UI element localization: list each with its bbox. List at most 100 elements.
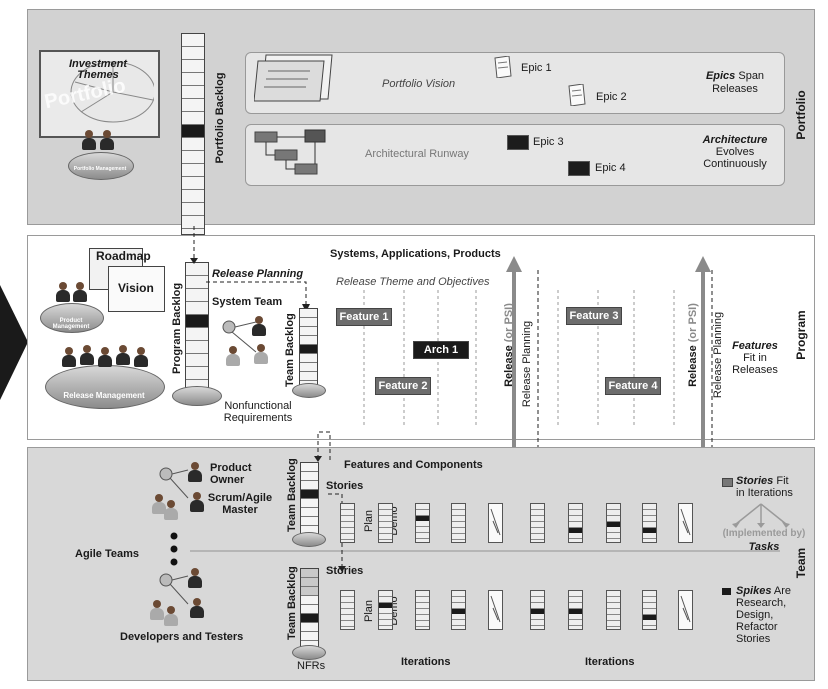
epic-2-label: Epic 2	[596, 91, 627, 103]
team-divider	[190, 550, 780, 552]
stories-rest: Fit in Iterations	[736, 475, 793, 499]
portfolio-mgmt-platform	[68, 152, 134, 180]
spikes-rest: Are Research, Design, Refactor Stories	[736, 585, 792, 645]
roadmap-label: Roadmap	[96, 249, 151, 263]
portfolio-backlog-label: Portfolio Backlog	[214, 72, 226, 164]
vision-label: Vision	[118, 281, 154, 295]
epics-span-rest: Span Releases	[712, 70, 765, 95]
team-backlog-connectors	[314, 431, 346, 572]
portfolio-vision-box	[245, 52, 785, 114]
iteration-backlog	[451, 503, 466, 543]
epic-document-icon	[568, 84, 586, 106]
person-icon	[82, 130, 96, 150]
iteration-backlog	[530, 590, 545, 630]
architecture-rest: Evolves Continuously	[703, 146, 767, 170]
architecture-flow-icon	[254, 129, 326, 175]
team-backlog-base	[292, 532, 326, 547]
release-planning-vert-1: Release Planning	[521, 320, 533, 408]
program-label: Program	[794, 310, 808, 360]
epic-3-box	[507, 135, 529, 150]
psi-text: (or PSI)	[687, 303, 699, 343]
spikes-swatch	[722, 588, 731, 595]
iteration-backlog	[451, 590, 466, 630]
product-management-label: Product Management	[52, 318, 90, 330]
psi-text: (or PSI)	[503, 303, 515, 343]
person-icon	[152, 494, 166, 514]
program-team-backlog-label: Team Backlog	[284, 313, 296, 387]
epic-document-icon	[494, 56, 512, 78]
stories-emphasis: Stories	[736, 475, 774, 487]
release-theme-label: Release Theme and Objectives	[336, 276, 490, 288]
portfolio-label: Portfolio	[794, 90, 808, 140]
epic-4-label: Epic 4	[595, 162, 626, 174]
program-team-backlog-stack	[299, 308, 318, 392]
person-icon	[252, 316, 266, 336]
program-backlog-stack	[185, 262, 209, 396]
architecture-emphasis: Architecture	[702, 134, 768, 146]
stories-swatch	[722, 478, 733, 487]
release-psi-label-2: Release (or PSI)	[687, 302, 699, 388]
product-owner-label: Product Owner	[210, 462, 252, 486]
release-text: Release	[503, 345, 515, 387]
systems-title: Systems, Applications, Products	[330, 248, 501, 260]
plan-label-2: Plan	[363, 599, 375, 623]
features-emphasis: Features	[732, 340, 778, 352]
document-icon	[254, 54, 333, 102]
iteration-backlog	[606, 503, 621, 543]
release-text: Release	[687, 345, 699, 387]
person-icon	[190, 492, 204, 512]
feature-1-chip: Feature 1	[336, 308, 392, 326]
vision-card	[108, 266, 165, 312]
release-planning-label: Release Planning	[212, 268, 304, 280]
architecture-evolves-text: Architecture Evolves Continuously	[690, 134, 780, 170]
iteration-backlog	[340, 503, 355, 543]
nfrs-label: NFRs	[297, 660, 326, 672]
features-fit-text: Features Fit in Releases	[727, 340, 783, 376]
person-icon	[188, 462, 202, 482]
architectural-runway-box	[245, 124, 785, 186]
person-icon	[164, 606, 178, 626]
iteration-backlog	[642, 503, 657, 543]
program-backlog-label: Program Backlog	[171, 282, 183, 374]
epic-3-label: Epic 3	[533, 136, 564, 148]
feature-2-chip: Feature 2	[375, 377, 431, 395]
agile-teams-label: Agile Teams	[75, 548, 139, 560]
release-planning-vert-2: Release Planning	[712, 311, 724, 399]
iteration-backlog	[378, 590, 393, 630]
product-mgmt-platform	[40, 303, 104, 333]
ellipsis-icon	[170, 532, 178, 566]
nonfunctional-label: Nonfunctional Requirements	[223, 400, 293, 424]
system-team-label: System Team	[212, 296, 283, 308]
person-icon	[100, 130, 114, 150]
architectural-runway-label: Architectural Runway	[365, 148, 469, 160]
fan-arrows-icon	[732, 503, 790, 528]
pie-chart-icon	[70, 61, 154, 123]
iteration-backlog	[415, 590, 430, 630]
plan-label-1: Plan	[363, 509, 375, 533]
epic-4-box	[568, 161, 590, 176]
features-rest: Fit in Releases	[732, 352, 778, 376]
system-team-network-icon	[222, 320, 257, 353]
iterations-label-1: Iterations	[401, 656, 451, 668]
stories-label-2: Stories	[326, 565, 364, 577]
program-backlog-base	[172, 386, 222, 406]
portfolio-vision-label: Portfolio Vision	[382, 78, 456, 90]
portfolio-backlog-stack	[181, 33, 205, 235]
person-icon	[116, 345, 130, 365]
scrum-master-label: Scrum/Agile Master	[207, 492, 273, 516]
epic-1-label: Epic 1	[521, 62, 552, 74]
epics-span-emphasis: Epics	[705, 70, 736, 82]
team-backlog-label-2: Team Backlog	[286, 566, 298, 640]
person-icon	[226, 346, 240, 366]
release-management-label: Release Management	[63, 391, 145, 400]
team-backlog-label-1: Team Backlog	[286, 458, 298, 532]
feature-4-chip: Feature 4	[605, 377, 661, 395]
implemented-by-label: (Implemented by)	[722, 528, 806, 539]
tasks-label: Tasks	[748, 541, 780, 553]
release-mgmt-platform	[45, 365, 165, 409]
team-band	[27, 447, 815, 681]
person-icon	[150, 600, 164, 620]
person-icon	[98, 347, 112, 367]
left-arrow-icon	[0, 285, 28, 400]
